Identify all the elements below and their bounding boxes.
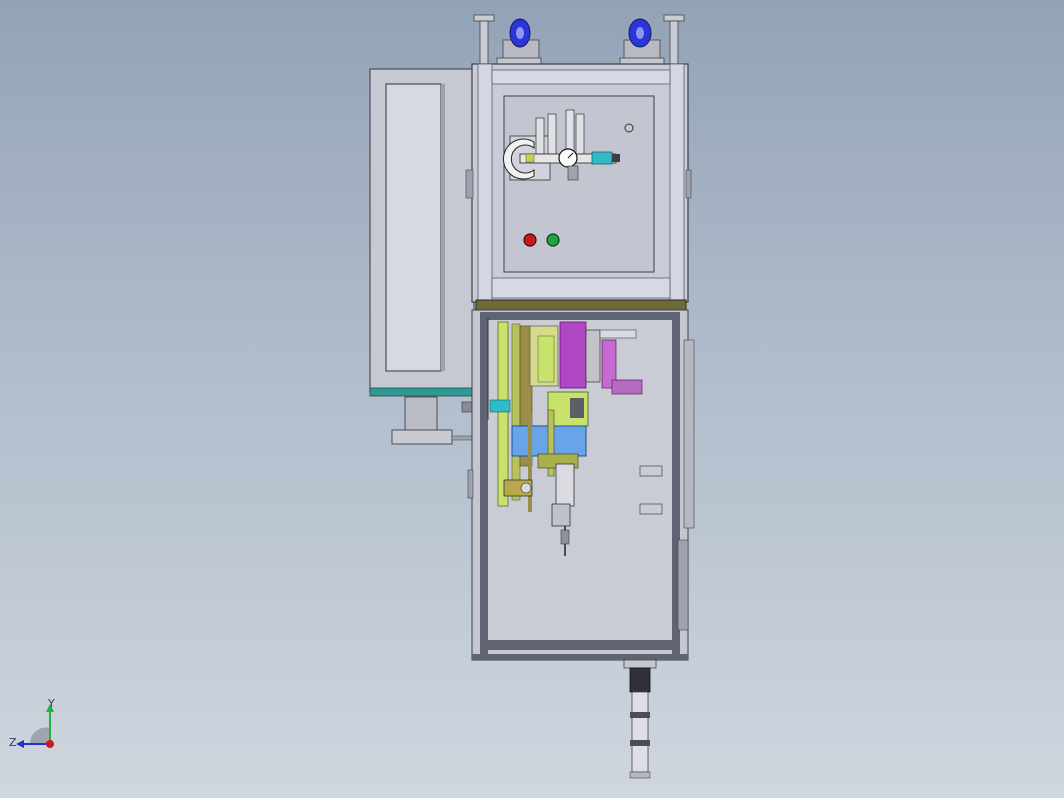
coordinate-triad: Y Z bbox=[9, 698, 55, 749]
green-indicator-lamp bbox=[546, 233, 560, 247]
rotary-base bbox=[391, 396, 483, 445]
caster-left bbox=[496, 18, 542, 67]
x-axis-point bbox=[46, 740, 54, 748]
left-door-panel bbox=[369, 68, 489, 397]
leveling-foot-right bbox=[663, 14, 685, 66]
red-indicator-lamp bbox=[523, 233, 537, 247]
z-axis-label: Z bbox=[9, 736, 17, 749]
leveling-foot-left bbox=[473, 14, 495, 66]
caster-right bbox=[619, 18, 665, 67]
dispensing-mechanism bbox=[487, 318, 643, 556]
table-top-plate bbox=[475, 299, 687, 311]
bottom-actuator bbox=[623, 659, 657, 779]
air-regulator-assembly bbox=[503, 109, 620, 181]
y-axis-label: Y bbox=[47, 698, 55, 710]
